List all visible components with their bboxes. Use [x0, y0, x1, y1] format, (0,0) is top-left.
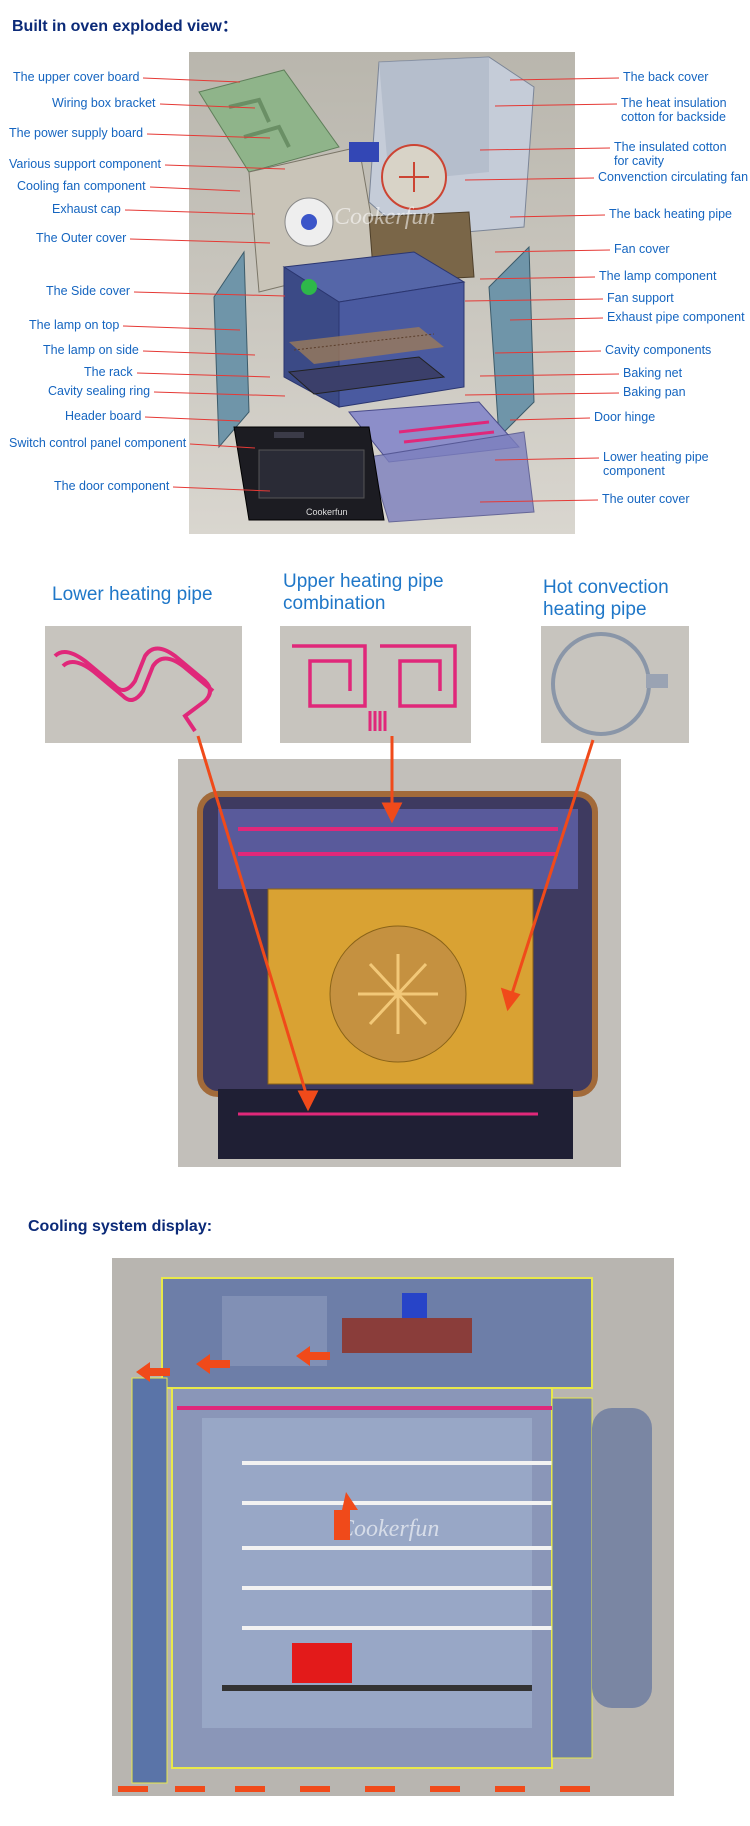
label-convection-circulating-fan: Convenction circulating fan: [598, 170, 749, 184]
label-fan-cover: Fan cover: [614, 242, 670, 256]
airflow-arrow-bottom-6: [430, 1786, 460, 1792]
label-cavity-sealing-ring: Cavity sealing ring: [48, 384, 151, 398]
airflow-arrow-bottom-1: [118, 1786, 148, 1792]
airflow-arrow-out: [136, 1362, 170, 1382]
cooling-system-title: Cooling system display:: [28, 1218, 213, 1235]
airflow-arrow-bottom-2: [175, 1786, 205, 1792]
label-wiring-box-bracket: Wiring box bracket: [52, 96, 156, 110]
leader-right: [479, 147, 611, 151]
label-outer-cover-right: The outer cover: [602, 492, 690, 506]
label-various-support-component: Various support component: [9, 157, 161, 171]
leader-left: [172, 486, 271, 492]
leader-right: [494, 350, 602, 354]
label-baking-net: Baking net: [623, 366, 683, 380]
leader-left: [142, 350, 256, 356]
airflow-arrow-bottom-7: [495, 1786, 525, 1792]
heating-arrows: [196, 735, 595, 1112]
watermark: Cookerfun: [334, 204, 436, 230]
leader-right: [509, 317, 604, 321]
leader-right: [494, 457, 600, 461]
label-lamp-on-top: The lamp on top: [29, 318, 120, 332]
leader-left: [159, 103, 256, 109]
leader-left: [146, 133, 271, 139]
leader-right: [509, 417, 591, 421]
upper-heating-pipe-title: Upper heating pipe combination: [283, 571, 444, 614]
airflow-arrow-up: [334, 1492, 358, 1540]
label-switch-control-panel: Switch control panel component: [9, 436, 187, 450]
label-side-cover: The Side cover: [46, 284, 131, 298]
airflow-arrow-top-1: [196, 1354, 230, 1374]
arrowhead-lower-pipe: [297, 1090, 319, 1112]
airflow-arrow-top-2: [296, 1346, 330, 1366]
label-heat-insulation-backside: The heat insulation cotton for backside: [621, 96, 727, 124]
leader-right: [464, 298, 604, 302]
leader-left: [142, 77, 241, 83]
label-back-heating-pipe: The back heating pipe: [609, 207, 733, 221]
label-power-supply-board: The power supply board: [9, 126, 144, 140]
label-cooling-fan-component: Cooling fan component: [17, 179, 146, 193]
leader-left: [136, 372, 271, 378]
label-header-board: Header board: [65, 409, 142, 423]
label-lamp-on-side: The lamp on side: [43, 343, 139, 357]
leader-left: [164, 164, 286, 170]
airflow-arrow-bottom-8: [560, 1786, 590, 1792]
leader-right: [509, 214, 606, 218]
label-exhaust-cap: Exhaust cap: [52, 202, 121, 216]
exploded-view-illustration: Cookerfun Cookerfun: [189, 52, 575, 534]
arrowhead-convection-pipe: [500, 987, 521, 1012]
airflow-arrow-bottom-4: [300, 1786, 330, 1792]
label-rack: The rack: [84, 365, 133, 379]
label-cavity-components: Cavity components: [605, 343, 712, 357]
arrow-lower-pipe: [196, 735, 310, 1101]
leader-left: [133, 291, 286, 297]
leader-right: [464, 392, 620, 396]
leader-left: [122, 325, 241, 331]
leader-right: [479, 499, 599, 503]
leader-left: [153, 391, 286, 397]
lower-heating-pipe-title: Lower heating pipe: [52, 584, 213, 605]
leader-lines: [122, 77, 620, 503]
lower-heating-pipe-image: [45, 626, 242, 743]
door-brand: Cookerfun: [306, 507, 348, 517]
arrow-convection-pipe: [508, 739, 595, 1001]
label-door-component: The door component: [54, 479, 170, 493]
leader-right: [464, 177, 595, 181]
leader-right: [479, 373, 620, 377]
leader-left: [189, 443, 256, 449]
label-lamp-component: The lamp component: [599, 269, 717, 283]
label-back-cover: The back cover: [623, 70, 709, 84]
label-lower-heating-pipe-component: Lower heating pipe component: [603, 450, 709, 478]
leader-left: [124, 209, 256, 215]
leader-right: [494, 103, 618, 107]
arrowhead-upper-pipe: [381, 802, 403, 824]
leader-left: [144, 416, 241, 422]
upper-heating-pipe-image: [280, 626, 471, 743]
leader-left: [149, 186, 241, 192]
convection-heating-pipe-image: [541, 626, 689, 743]
leader-right: [509, 77, 620, 81]
exploded-view-title: Built in oven exploded view：: [12, 18, 238, 35]
label-exhaust-pipe-component: Exhaust pipe component: [607, 310, 745, 324]
oven-cavity-heating-view: [178, 759, 621, 1167]
leader-right: [479, 276, 596, 280]
leader-right: [494, 249, 611, 253]
label-outer-cover: The Outer cover: [36, 231, 127, 245]
leader-left: [129, 238, 271, 244]
cooling-system-illustration: Cookerfun: [112, 1258, 674, 1796]
label-baking-pan: Baking pan: [623, 385, 686, 399]
label-fan-support: Fan support: [607, 291, 674, 305]
cooling-watermark: Cookerfun: [338, 1516, 440, 1542]
label-upper-cover-board: The upper cover board: [13, 70, 140, 84]
convection-heating-pipe-title: Hot convection heating pipe: [543, 577, 669, 620]
airflow-arrow-bottom-3: [235, 1786, 265, 1792]
airflow-arrow-bottom-5: [365, 1786, 395, 1792]
label-door-hinge: Door hinge: [594, 410, 656, 424]
label-insulated-cotton-cavity: The insulated cotton for cavity: [614, 140, 727, 168]
